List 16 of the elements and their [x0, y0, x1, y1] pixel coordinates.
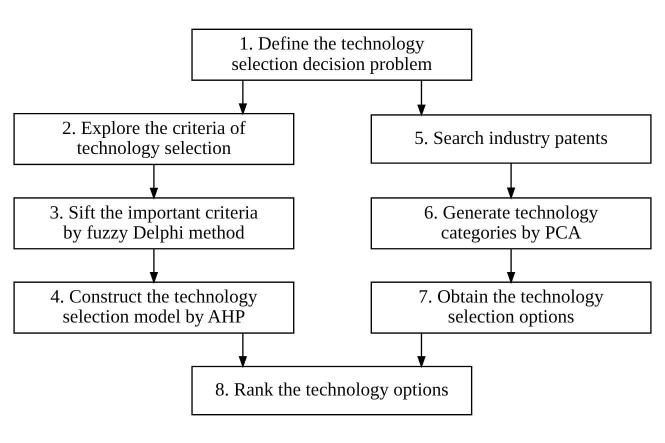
- node-box: 1. Define the technology selection decision problem: [191, 28, 472, 80]
- node-box: 8. Rank the technology options: [191, 365, 472, 415]
- arrow: [150, 248, 158, 284]
- arrow: [150, 164, 158, 200]
- arrow: [506, 162, 516, 200]
- arrow: [238, 80, 248, 115]
- node-box: 4. Construct the technology selection model by AHP: [13, 281, 294, 334]
- node-box: 7. Obtain the technology selection options: [370, 281, 652, 334]
- arrow: [417, 80, 426, 116]
- arrow: [238, 332, 248, 368]
- node-box: 2. Explore the criteria of technology selection: [13, 112, 294, 165]
- arrow: [506, 248, 516, 284]
- node-box: 3. Sift the important criteria by fuzzy Delphi method: [13, 196, 294, 249]
- node-box: 6. Generate technology categories by PCA: [370, 196, 652, 249]
- node-box: 5. Search industry patents: [370, 114, 652, 164]
- arrow: [417, 332, 426, 368]
